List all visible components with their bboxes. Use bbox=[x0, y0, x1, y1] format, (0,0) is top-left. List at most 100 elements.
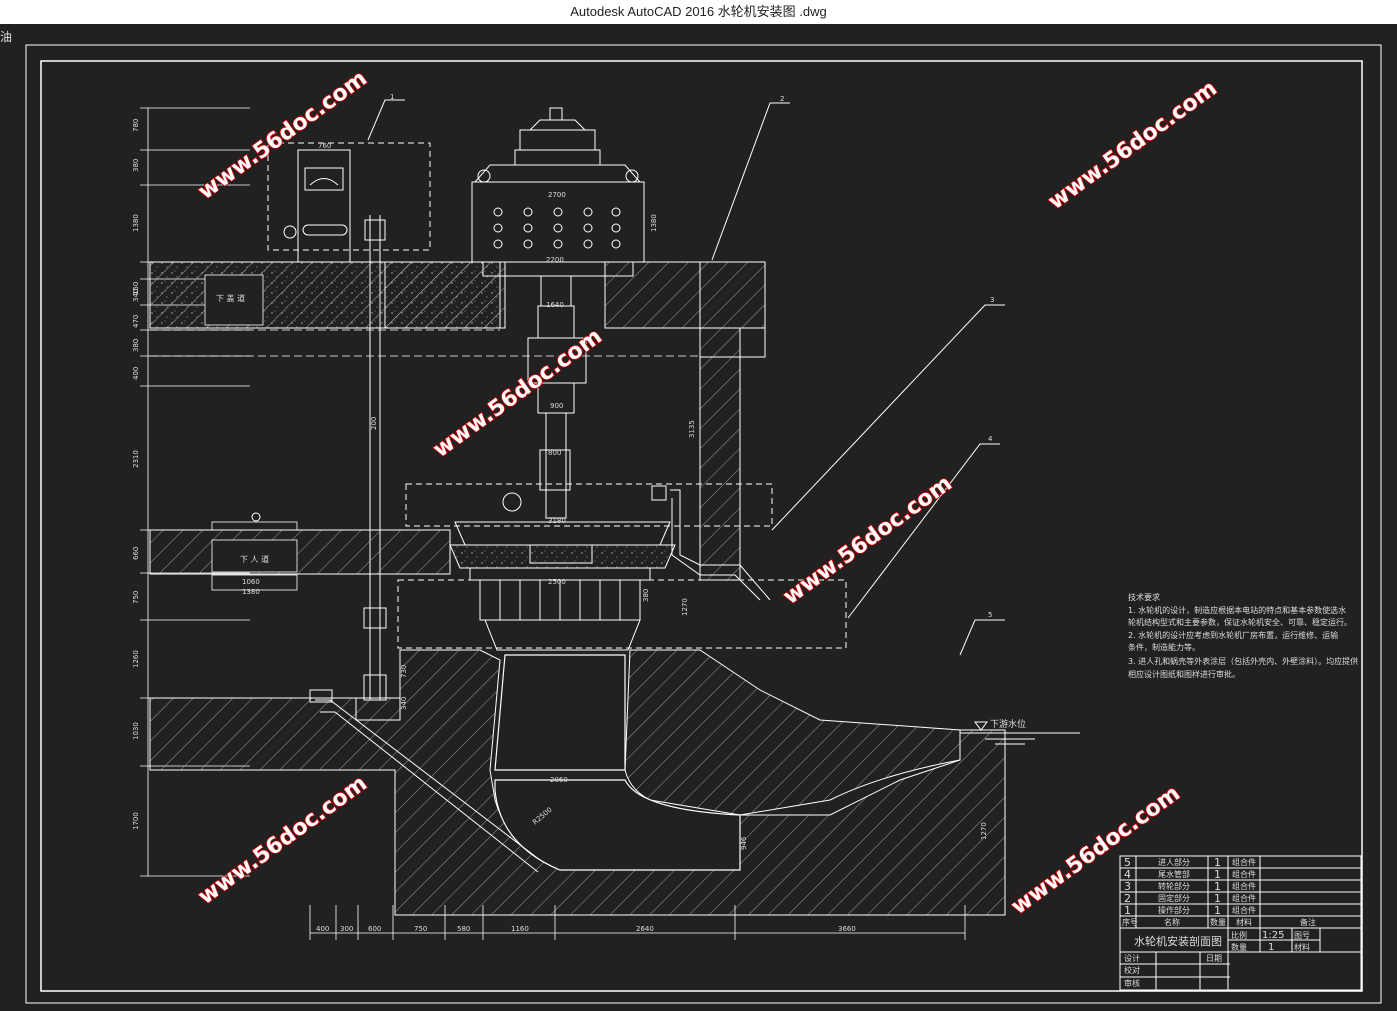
technical-notes: 技术要求 1. 水轮机的设计，制造应根据本电站的特点和基本参数使选水 轮机结构型… bbox=[1128, 592, 1358, 679]
cad-drawing: 780 380 1380 150 340 470 380 400 2310 66… bbox=[25, 44, 1382, 1004]
part-3-qty: 1 bbox=[1214, 880, 1221, 893]
middle-floor-slab bbox=[149, 512, 451, 591]
dim-left-2: 1380 bbox=[132, 214, 140, 232]
review-label: 审核 bbox=[1124, 978, 1140, 988]
turbine-shaft bbox=[527, 275, 587, 519]
dim-top-8: 200 bbox=[370, 417, 378, 430]
generator-bolts bbox=[493, 207, 621, 249]
lower-room-label: 下 人 道 bbox=[240, 554, 269, 564]
left-dimension-labels: 780 380 1380 150 340 470 380 400 2310 66… bbox=[132, 119, 140, 830]
notes-line-1: 轮机结构型式和主要参数，保证水轮机安全、可靠、稳定运行。 bbox=[1128, 617, 1352, 627]
material-label: 材料 bbox=[1294, 942, 1310, 952]
notes-line-0: 1. 水轮机的设计，制造应根据本电站的特点和基本参数使选水 bbox=[1128, 605, 1346, 615]
dim-bottom-2: 600 bbox=[368, 925, 381, 933]
part-3-name: 转轮部分 bbox=[1158, 881, 1190, 891]
part-3-no: 3 bbox=[1124, 880, 1131, 893]
part-2-qty: 1 bbox=[1214, 892, 1221, 905]
tailwater-level bbox=[960, 721, 1080, 745]
dim-bottom-7: 3660 bbox=[838, 925, 856, 933]
drawing-canvas[interactable]: 780 380 1380 150 340 470 380 400 2310 66… bbox=[0, 24, 1397, 1007]
notes-line-2: 2. 水轮机的设计应考虑到水轮机厂房布置，运行维修、运输 bbox=[1128, 630, 1338, 640]
title-block-text: 5 进人部分 1 组合件 4 尾水管部 1 组合件 3 转轮部分 1 组合件 2… bbox=[1122, 856, 1316, 988]
dim-top-11: 380 bbox=[642, 589, 650, 602]
date-label: 日期 bbox=[1206, 954, 1222, 963]
drain-pipe bbox=[309, 689, 541, 873]
part-1-no: 1 bbox=[1124, 904, 1131, 917]
dim-misc-2: 2060 bbox=[550, 776, 568, 784]
part-1-qty: 1 bbox=[1214, 904, 1221, 917]
callout-4: 4 bbox=[988, 435, 993, 443]
scale-value: 1:25 bbox=[1262, 930, 1284, 941]
header-name: 名称 bbox=[1164, 917, 1180, 927]
qty-value: 1 bbox=[1268, 942, 1274, 953]
dim-bottom-0: 400 bbox=[316, 925, 329, 933]
drawing-no-label: 图号 bbox=[1294, 931, 1310, 940]
callout-leaders bbox=[367, 99, 1005, 656]
dim-misc-0: 1060 bbox=[242, 578, 260, 586]
dim-left-12: 1030 bbox=[132, 722, 140, 740]
callout-2: 2 bbox=[780, 95, 784, 103]
window-title: Autodesk AutoCAD 2016 水轮机安装图 .dwg bbox=[0, 0, 1397, 24]
menu-stub[interactable]: 油 bbox=[0, 30, 13, 44]
dim-bottom-6: 2640 bbox=[636, 925, 654, 933]
callout-5: 5 bbox=[988, 611, 992, 619]
dim-top-7: 3180 bbox=[548, 517, 566, 525]
watermark-3: www.56doc.com bbox=[429, 324, 607, 463]
inner-frame bbox=[40, 60, 1363, 992]
watermark-4: www.56doc.com bbox=[779, 471, 957, 610]
dim-top-5: 900 bbox=[550, 402, 563, 410]
dim-top-10: 2500 bbox=[548, 578, 566, 586]
part-5-name: 进人部分 bbox=[1158, 857, 1190, 867]
part-5-no: 5 bbox=[1124, 856, 1131, 869]
foundation-mass bbox=[149, 649, 1006, 916]
dim-left-11: 1260 bbox=[132, 650, 140, 668]
check-label: 校对 bbox=[1124, 965, 1140, 975]
dim-left-4: 340 bbox=[132, 289, 140, 302]
notes-line-4: 3. 进人孔和蜗壳等外表涂层（包括外壳内、外壁涂料）。均应提供 bbox=[1128, 656, 1358, 666]
drawing-name: 水轮机安装剖面图 bbox=[1134, 934, 1222, 948]
part-1-name: 操作部分 bbox=[1158, 905, 1190, 915]
dim-top-3: 2200 bbox=[546, 256, 564, 264]
qty-label: 数量 bbox=[1231, 942, 1247, 952]
scale-label: 比例 bbox=[1231, 930, 1247, 940]
part-3-material: 组合件 bbox=[1232, 881, 1256, 891]
watermark-1: www.56doc.com bbox=[194, 66, 372, 205]
watermark-5: www.56doc.com bbox=[194, 771, 372, 910]
callout-3: 3 bbox=[990, 296, 994, 304]
dim-misc-5: 946 bbox=[740, 836, 748, 850]
design-label: 设计 bbox=[1124, 953, 1140, 963]
dim-bottom-5: 1160 bbox=[511, 925, 529, 933]
dim-left-8: 2310 bbox=[132, 450, 140, 468]
bottom-dimension-chain bbox=[309, 905, 966, 940]
part-5-qty: 1 bbox=[1214, 856, 1221, 869]
dim-left-10: 750 bbox=[132, 591, 140, 604]
outer-frame bbox=[25, 44, 1382, 1004]
part-2-material: 组合件 bbox=[1232, 893, 1256, 903]
header-note: 备注 bbox=[1300, 917, 1316, 927]
dim-misc-1: 1380 bbox=[242, 588, 260, 596]
part-4-name: 尾水管部 bbox=[1158, 869, 1190, 879]
dim-misc-4: 1270 bbox=[980, 822, 988, 840]
governor-cabinet bbox=[267, 142, 431, 263]
notes-title: 技术要求 bbox=[1128, 592, 1160, 602]
part-4-qty: 1 bbox=[1214, 868, 1221, 881]
dim-top-4: 1640 bbox=[546, 301, 564, 309]
title-block bbox=[1119, 855, 1362, 991]
turbine-head-cover bbox=[397, 483, 847, 651]
header-no: 序号 bbox=[1122, 917, 1138, 927]
dim-left-0: 780 bbox=[132, 119, 140, 132]
dim-left-6: 380 bbox=[132, 339, 140, 352]
dim-left-13: 1700 bbox=[132, 812, 140, 830]
upper-room-label: 下 盖 道 bbox=[216, 293, 245, 303]
part-5-material: 组合件 bbox=[1232, 857, 1256, 867]
part-4-no: 4 bbox=[1124, 868, 1131, 881]
dim-left-5: 470 bbox=[132, 315, 140, 328]
dim-top-0: 760 bbox=[318, 142, 331, 150]
dim-top-1: 2700 bbox=[548, 191, 566, 199]
dim-left-3: 150 bbox=[132, 282, 140, 295]
draft-tube bbox=[494, 654, 741, 871]
dim-left-7: 400 bbox=[132, 367, 140, 380]
notes-line-3: 条件，制造能力等。 bbox=[1128, 642, 1200, 652]
pit-wall bbox=[384, 261, 766, 581]
dim-left-9: 660 bbox=[132, 547, 140, 560]
